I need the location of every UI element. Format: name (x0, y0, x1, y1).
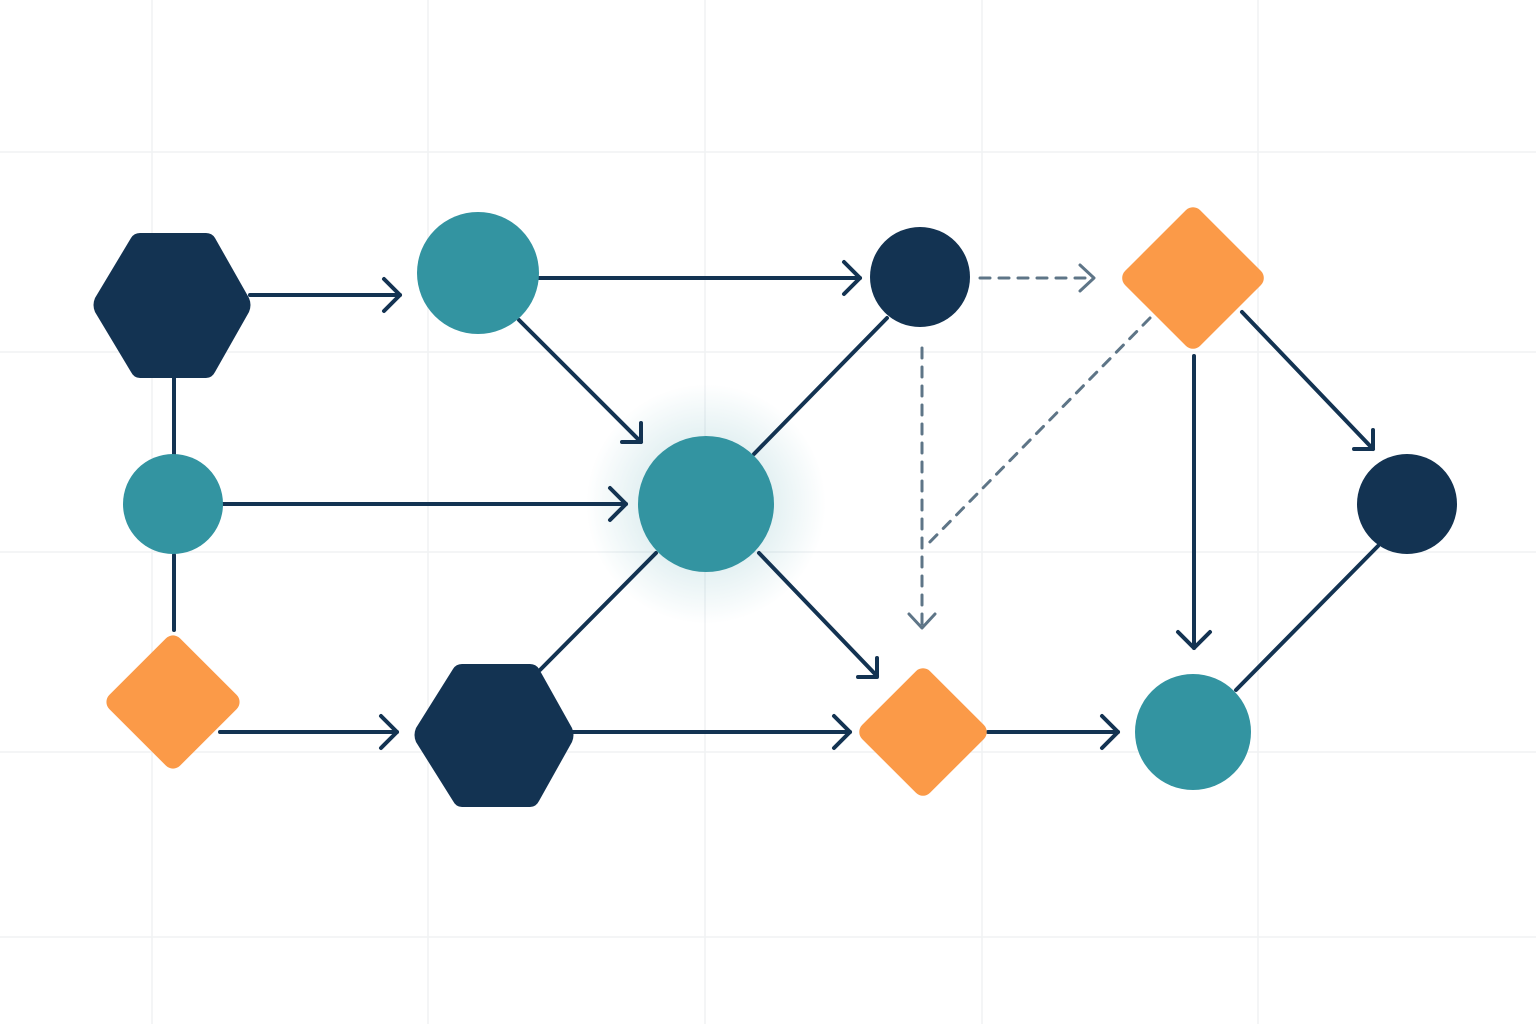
edge-n9-n11 (1240, 310, 1375, 451)
node-n7-circle[interactable] (870, 227, 970, 327)
node-n6-circle-highlighted[interactable] (638, 436, 774, 572)
edge-n6-n8 (757, 551, 879, 679)
edge-n4-n6 (220, 486, 628, 522)
edge-n7-n8-dashed (907, 346, 937, 630)
edge-n10-n11 (1234, 544, 1380, 692)
edge-n9-diagonal-dashed (922, 316, 1152, 550)
edge-n6-n7 (752, 316, 889, 456)
edge-n2-n7 (536, 260, 862, 296)
node-n8-diamond[interactable] (855, 664, 991, 800)
edge-n5-n6 (538, 551, 658, 672)
edge-n5-n8 (570, 714, 852, 750)
edge-n8-n10 (986, 714, 1120, 750)
edge-n2-n6 (517, 318, 643, 444)
edge-n3-n5 (218, 714, 399, 750)
node-n3-diamond[interactable] (102, 631, 243, 772)
node-n1-hexagon[interactable] (93, 233, 251, 378)
edge-n9-n10 (1176, 354, 1212, 650)
edge-n1-n2 (248, 277, 402, 313)
edge-n7-n9-dashed (978, 263, 1096, 293)
node-n10-circle[interactable] (1135, 674, 1251, 790)
node-n4-circle[interactable] (123, 454, 223, 554)
node-n2-circle[interactable] (417, 212, 539, 334)
node-n9-diamond[interactable] (1118, 203, 1268, 353)
node-n11-circle[interactable] (1357, 454, 1457, 554)
node-n5-hexagon[interactable] (414, 664, 574, 807)
